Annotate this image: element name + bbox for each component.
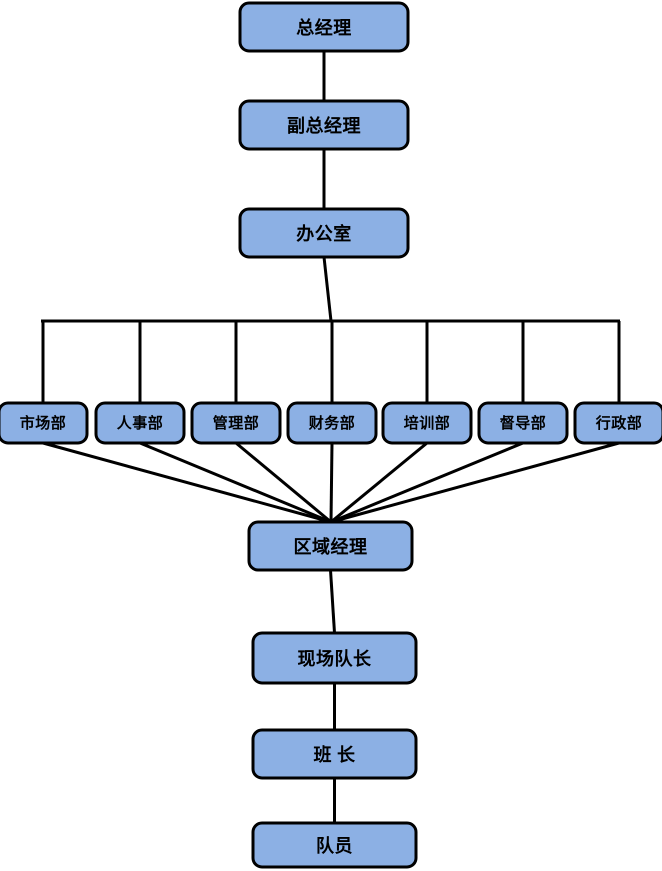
node-box-dept_super[interactable] bbox=[477, 401, 569, 445]
node-box-office[interactable] bbox=[238, 207, 410, 259]
connector-office-to-bus bbox=[322, 256, 333, 322]
node-box-dept_hr[interactable] bbox=[94, 401, 186, 445]
org-node-site_lead[interactable]: 现场队长 bbox=[251, 631, 418, 685]
org-node-dept_finance[interactable]: 财务部 bbox=[286, 401, 378, 445]
org-node-dept_manage[interactable]: 管理部 bbox=[190, 401, 282, 445]
node-box-shift_lead[interactable] bbox=[251, 728, 418, 780]
org-node-dept_super[interactable]: 督导部 bbox=[477, 401, 569, 445]
connector-area_mgr-to-site_lead bbox=[329, 569, 336, 634]
connector-dept_manage-to-area_mgr bbox=[235, 441, 332, 524]
node-label-dept_market: 市场部 bbox=[20, 414, 67, 432]
connector-dept_super-to-area_mgr bbox=[330, 441, 524, 524]
node-label-dept_training: 培训部 bbox=[404, 414, 451, 432]
node-box-dept_admin[interactable] bbox=[573, 401, 662, 445]
node-box-dept_manage[interactable] bbox=[190, 401, 282, 445]
node-label-site_lead: 现场队长 bbox=[298, 648, 372, 669]
org-node-office[interactable]: 办公室 bbox=[238, 207, 410, 259]
node-label-dept_hr: 人事部 bbox=[117, 414, 164, 432]
node-label-dept_manage: 管理部 bbox=[213, 414, 260, 432]
node-label-gm: 总经理 bbox=[296, 17, 352, 38]
connector-dept_finance-to-area_mgr bbox=[329, 442, 334, 523]
node-label-dept_admin: 行政部 bbox=[595, 414, 643, 432]
connector-dept_admin-to-area_mgr bbox=[330, 441, 620, 524]
node-label-deputy_gm: 副总经理 bbox=[287, 115, 361, 136]
node-label-shift_lead: 班 长 bbox=[314, 745, 356, 765]
node-box-gm[interactable] bbox=[238, 1, 410, 53]
org-node-dept_training[interactable]: 培训部 bbox=[381, 401, 473, 445]
node-box-member[interactable] bbox=[251, 821, 418, 869]
org-node-dept_admin[interactable]: 行政部 bbox=[573, 401, 662, 445]
connector-layer bbox=[41, 51, 621, 823]
org-node-deputy_gm[interactable]: 副总经理 bbox=[238, 99, 410, 151]
org-node-dept_market[interactable]: 市场部 bbox=[0, 401, 89, 445]
node-label-office: 办公室 bbox=[296, 223, 352, 244]
connector-dept_hr-to-area_mgr bbox=[139, 441, 332, 524]
org-node-dept_hr[interactable]: 人事部 bbox=[94, 401, 186, 445]
node-box-area_mgr[interactable] bbox=[247, 520, 414, 572]
node-label-area_mgr: 区域经理 bbox=[294, 536, 368, 557]
node-box-dept_finance[interactable] bbox=[286, 401, 378, 445]
org-node-shift_lead[interactable]: 班 长 bbox=[251, 728, 418, 780]
org-node-gm[interactable]: 总经理 bbox=[238, 1, 410, 53]
node-box-dept_market[interactable] bbox=[0, 401, 89, 445]
node-label-dept_super: 督导部 bbox=[500, 414, 547, 432]
org-node-member[interactable]: 队员 bbox=[251, 821, 418, 869]
node-box-dept_training[interactable] bbox=[381, 401, 473, 445]
node-label-dept_finance: 财务部 bbox=[309, 414, 356, 432]
node-box-site_lead[interactable] bbox=[251, 631, 418, 685]
node-label-member: 队员 bbox=[316, 835, 353, 856]
connector-dept_training-to-area_mgr bbox=[330, 441, 428, 524]
connector-dept_market-to-area_mgr bbox=[42, 441, 332, 524]
node-box-deputy_gm[interactable] bbox=[238, 99, 410, 151]
org-node-area_mgr[interactable]: 区域经理 bbox=[247, 520, 414, 572]
